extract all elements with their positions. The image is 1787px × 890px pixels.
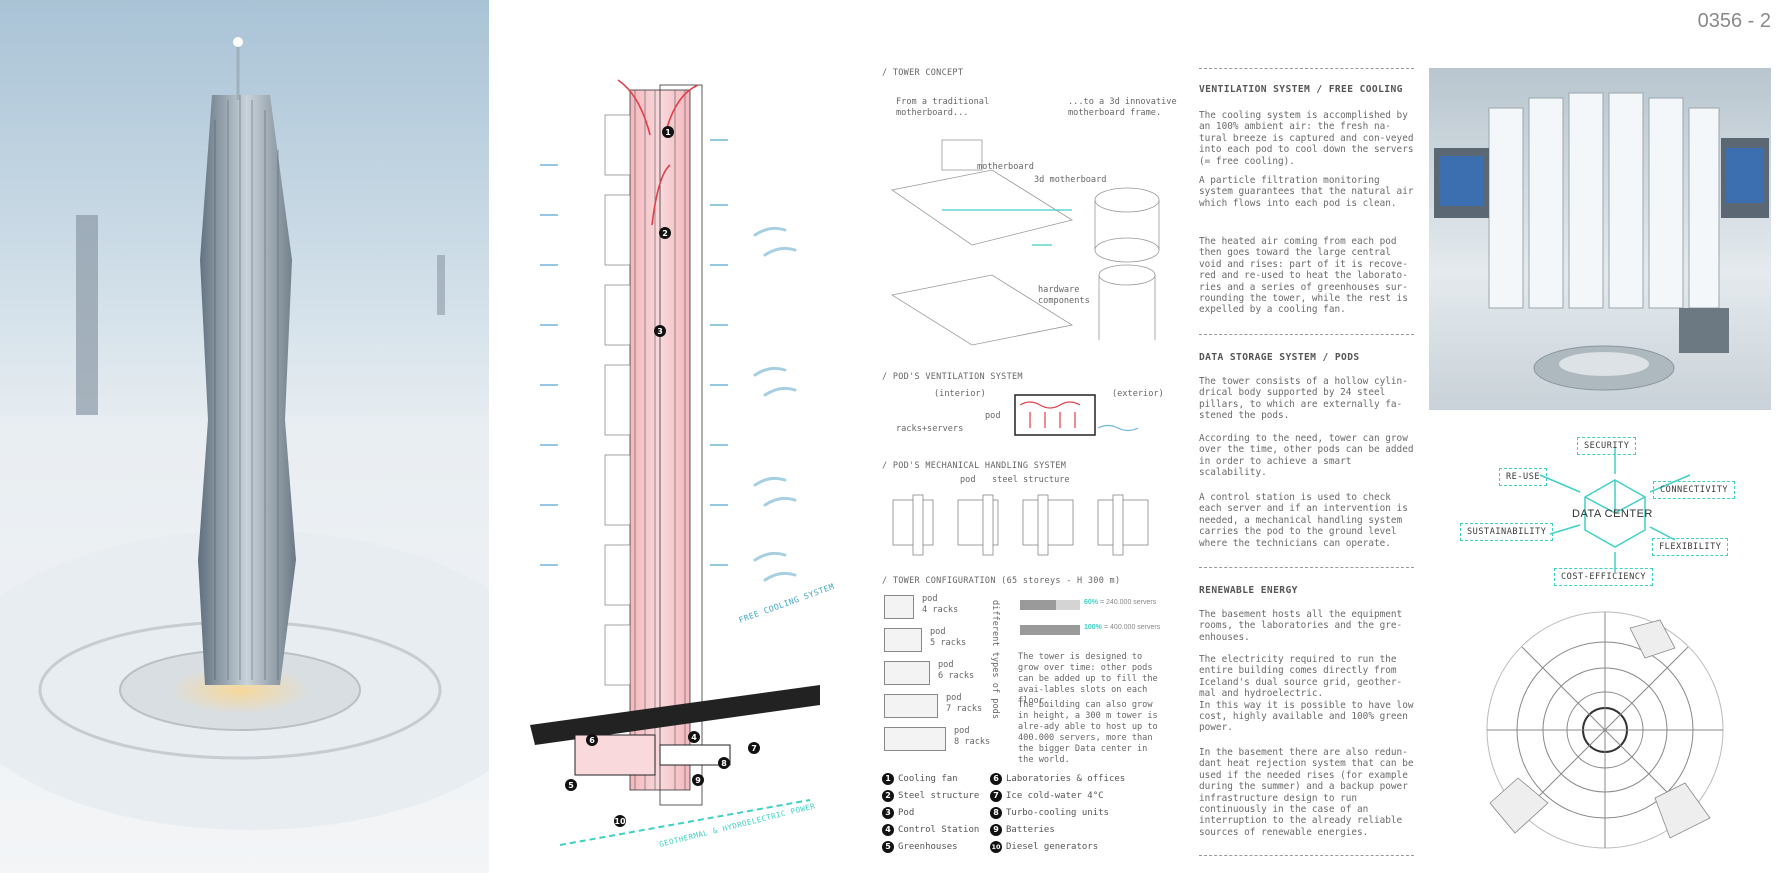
pod-type-6: pod 6 racks <box>882 658 992 691</box>
bar-100-pct: 100% <box>1084 624 1102 631</box>
pod-ventilation-illustration <box>1014 394 1139 436</box>
marker-9: 9 <box>695 776 701 785</box>
racks-servers-label: racks+servers <box>896 424 964 434</box>
pod-type-8: pod 8 racks <box>882 724 992 757</box>
bar-track-100 <box>1020 625 1080 635</box>
ventilation-p2: A particle filtration monitoring system … <box>1199 175 1414 209</box>
grow-text-1: The tower is designed to grow over time:… <box>1018 652 1158 706</box>
data-storage-p1: The tower consists of a hollow cylin-dri… <box>1199 376 1408 422</box>
pod-mechanical-title: / POD'S MECHANICAL HANDLING SYSTEM <box>882 461 1067 471</box>
tower-concept-title: / TOWER CONCEPT <box>882 68 964 78</box>
pod-ventilation-title: / POD'S VENTILATION SYSTEM <box>882 372 1023 382</box>
motherboard-illustration <box>890 139 1160 346</box>
marker-4: 4 <box>691 733 697 742</box>
renewable-p3: In the basement there are also redun-dan… <box>1199 747 1414 838</box>
renewable-title: RENEWABLE ENERGY <box>1199 585 1298 596</box>
motherboard-label: motherboard <box>977 162 1034 172</box>
connectivity-box: CONNECTIVITY <box>1653 481 1736 499</box>
divider-3 <box>1199 567 1414 568</box>
tower-plan-drawing <box>1470 608 1740 853</box>
pod-label-2: pod <box>960 475 976 485</box>
pod-type-5: pod 5 racks <box>882 625 992 658</box>
capacity-bar-60: 60% = 240.000 servers <box>1020 598 1166 612</box>
data-center-diagram: SECURITY RE-USE CONNECTIVITY DATA CENTER… <box>1460 430 1770 590</box>
tower-render-image <box>0 0 489 873</box>
bar-60-pct: 60% <box>1084 599 1099 606</box>
marker-7: 7 <box>751 744 757 753</box>
renewable-p2: The electricity required to run the enti… <box>1199 654 1414 734</box>
pod-type-4: pod 4 racks <box>882 592 992 625</box>
geothermal-label: GEOTHERMAL & HYDROELECTRIC POWER <box>658 801 816 849</box>
ventilation-p1: The cooling system is accomplished by an… <box>1199 110 1414 167</box>
divider-1 <box>1199 68 1414 69</box>
reuse-box: RE-USE <box>1499 468 1548 486</box>
bar-track-60 <box>1020 600 1080 610</box>
different-types-label: different types of pods <box>990 600 1000 719</box>
3d-motherboard-label: 3d motherboard <box>1034 175 1107 185</box>
from-traditional-text: From a traditional motherboard... <box>896 97 990 118</box>
interior-label: (interior) <box>934 389 986 399</box>
marker-6: 6 <box>589 736 595 745</box>
sustainability-box: SUSTAINABILITY <box>1460 523 1554 541</box>
ventilation-title: VENTILATION SYSTEM / FREE COOLING <box>1199 84 1403 95</box>
marker-10: 10 <box>614 817 626 826</box>
data-center-label: DATA CENTER <box>1572 508 1653 520</box>
to-3d-text: ...to a 3d innovative motherboard frame. <box>1068 97 1177 118</box>
hardware-components-label: hardware components <box>1038 285 1090 306</box>
marker-2: 2 <box>662 229 668 238</box>
sheet-id: 0356 - 2 <box>1697 10 1771 32</box>
interior-render-image <box>1429 68 1771 410</box>
data-storage-title: DATA STORAGE SYSTEM / PODS <box>1199 352 1360 363</box>
pod-label: pod <box>985 411 1001 421</box>
bar-fill-100 <box>1020 625 1080 635</box>
marker-5: 5 <box>568 781 574 790</box>
renewable-p1: The basement hosts all the equipment roo… <box>1199 609 1403 643</box>
flexibility-box: FLEXIBILITY <box>1652 538 1729 556</box>
security-box: SECURITY <box>1577 437 1637 455</box>
divider-2 <box>1199 334 1414 335</box>
pod-type-7: pod 7 racks <box>882 691 992 724</box>
grow-text-2: The building can also grow in height, a … <box>1018 700 1158 765</box>
tower-config-title: / TOWER CONFIGURATION (65 storeys - H 30… <box>882 576 1121 586</box>
tower-section-diagram: 1 2 3 4 5 6 7 8 9 10 FREE COOLING SYSTEM… <box>500 55 845 850</box>
cost-efficiency-box: COST-EFFICIENCY <box>1554 568 1654 586</box>
bar-100-text: = 400.000 servers <box>1104 624 1161 631</box>
divider-4 <box>1199 855 1414 856</box>
ventilation-p3: The heated air coming from each pod then… <box>1199 236 1408 316</box>
data-storage-p3: A control station is used to check each … <box>1199 492 1408 549</box>
bar-60-text: = 240.000 servers <box>1100 599 1157 606</box>
capacity-bar-100: 100% = 400.000 servers <box>1020 623 1166 637</box>
marker-1: 1 <box>665 128 671 137</box>
exterior-label: (exterior) <box>1112 389 1164 399</box>
marker-8: 8 <box>721 759 727 768</box>
data-storage-p2: According to the need, tower can grow ov… <box>1199 433 1414 479</box>
free-cooling-label: FREE COOLING SYSTEM <box>738 582 836 625</box>
bar-fill-60 <box>1020 600 1056 610</box>
steel-structure-label: steel structure <box>992 475 1070 485</box>
pod-types-list: pod 4 racks pod 5 racks pod 6 racks pod … <box>882 592 992 760</box>
marker-3: 3 <box>657 327 663 336</box>
pod-handling-illustration <box>892 494 1149 556</box>
